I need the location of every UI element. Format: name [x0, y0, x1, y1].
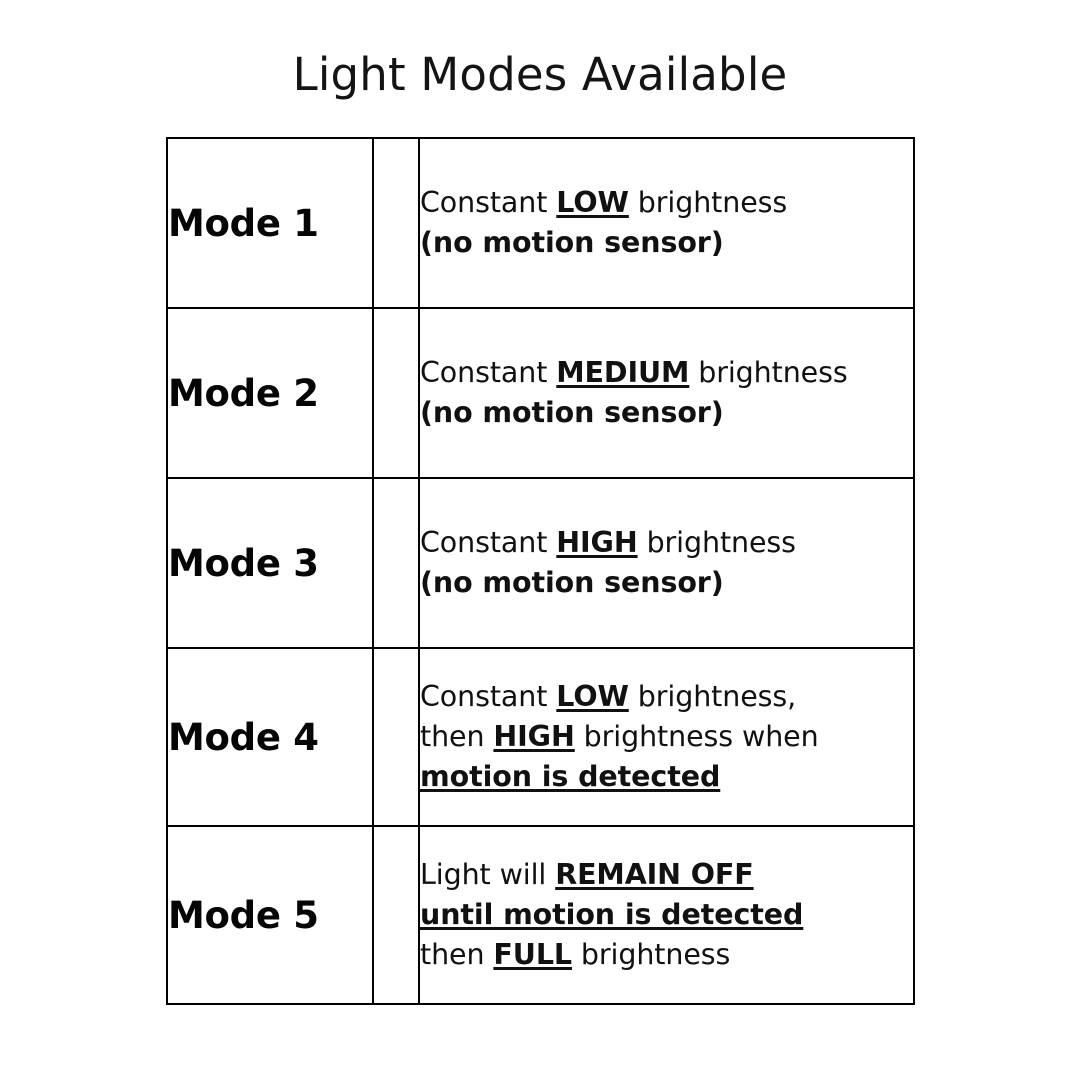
- description-segment: Constant: [420, 526, 557, 559]
- light-modes-table: Mode 1 Constant LOW brightness(no motion…: [166, 137, 915, 1005]
- spacer-cell: [372, 137, 420, 309]
- description-segment: Constant: [420, 186, 557, 219]
- mode-label-cell: Mode 2: [166, 307, 374, 479]
- description-segment: brightness,: [628, 680, 797, 713]
- description-segment: Light will: [420, 858, 556, 891]
- spacer-cell: [372, 477, 420, 649]
- description-segment: motion is detected: [420, 760, 721, 793]
- description-block: Constant LOW brightness(no motion sensor…: [420, 183, 913, 263]
- mode-description-cell: Constant HIGH brightness(no motion senso…: [418, 477, 915, 649]
- description-line: until motion is detected: [420, 895, 913, 935]
- table-row: Mode 3 Constant HIGH brightness(no motio…: [166, 477, 915, 649]
- table-row: Mode 1 Constant LOW brightness(no motion…: [166, 137, 915, 309]
- description-line: Constant LOW brightness: [420, 183, 913, 223]
- mode-description-cell: Constant MEDIUM brightness(no motion sen…: [418, 307, 915, 479]
- mode-description-cell: Constant LOW brightness(no motion sensor…: [418, 137, 915, 309]
- description-line: Constant HIGH brightness: [420, 523, 913, 563]
- mode-label-cell: Mode 4: [166, 647, 374, 827]
- description-segment: (no motion sensor): [420, 566, 724, 599]
- description-block: Constant HIGH brightness(no motion senso…: [420, 523, 913, 603]
- description-block: Constant MEDIUM brightness(no motion sen…: [420, 353, 913, 433]
- description-block: Constant LOW brightness,then HIGH bright…: [420, 677, 913, 797]
- description-segment: (no motion sensor): [420, 226, 724, 259]
- mode-label-cell: Mode 5: [166, 825, 374, 1005]
- mode-label-cell: Mode 3: [166, 477, 374, 649]
- table-row: Mode 4 Constant LOW brightness,then HIGH…: [166, 647, 915, 827]
- description-segment: Constant: [420, 356, 557, 389]
- spacer-cell: [372, 647, 420, 827]
- description-segment: HIGH: [556, 526, 638, 559]
- mode-label-cell: Mode 1: [166, 137, 374, 309]
- description-line: then FULL brightness: [420, 935, 913, 975]
- description-segment: brightness: [637, 526, 796, 559]
- description-segment: then: [420, 938, 494, 971]
- description-segment: REMAIN OFF: [555, 858, 754, 891]
- description-segment: Constant: [420, 680, 557, 713]
- description-segment: brightness: [689, 356, 848, 389]
- spacer-cell: [372, 307, 420, 479]
- table-body: Mode 1 Constant LOW brightness(no motion…: [166, 137, 915, 1005]
- description-segment: brightness: [628, 186, 788, 219]
- description-line: (no motion sensor): [420, 563, 913, 603]
- page-title: Light Modes Available: [292, 48, 788, 101]
- description-segment: until motion is detected: [420, 898, 804, 931]
- description-line: motion is detected: [420, 757, 913, 797]
- description-segment: (no motion sensor): [420, 396, 724, 429]
- description-segment: then: [420, 720, 494, 753]
- spacer-cell: [372, 825, 420, 1005]
- description-line: then HIGH brightness when: [420, 717, 913, 757]
- description-line: (no motion sensor): [420, 223, 913, 263]
- table-row: Mode 2 Constant MEDIUM brightness(no mot…: [166, 307, 915, 479]
- description-segment: LOW: [556, 186, 629, 219]
- description-line: Constant LOW brightness,: [420, 677, 913, 717]
- description-segment: brightness: [571, 938, 731, 971]
- description-segment: brightness when: [574, 720, 819, 753]
- description-line: (no motion sensor): [420, 393, 913, 433]
- description-segment: FULL: [493, 938, 572, 971]
- description-line: Light will REMAIN OFF: [420, 855, 913, 895]
- description-segment: MEDIUM: [556, 356, 690, 389]
- description-line: Constant MEDIUM brightness: [420, 353, 913, 393]
- description-segment: LOW: [556, 680, 629, 713]
- mode-description-cell: Constant LOW brightness,then HIGH bright…: [418, 647, 915, 827]
- description-segment: HIGH: [493, 720, 575, 753]
